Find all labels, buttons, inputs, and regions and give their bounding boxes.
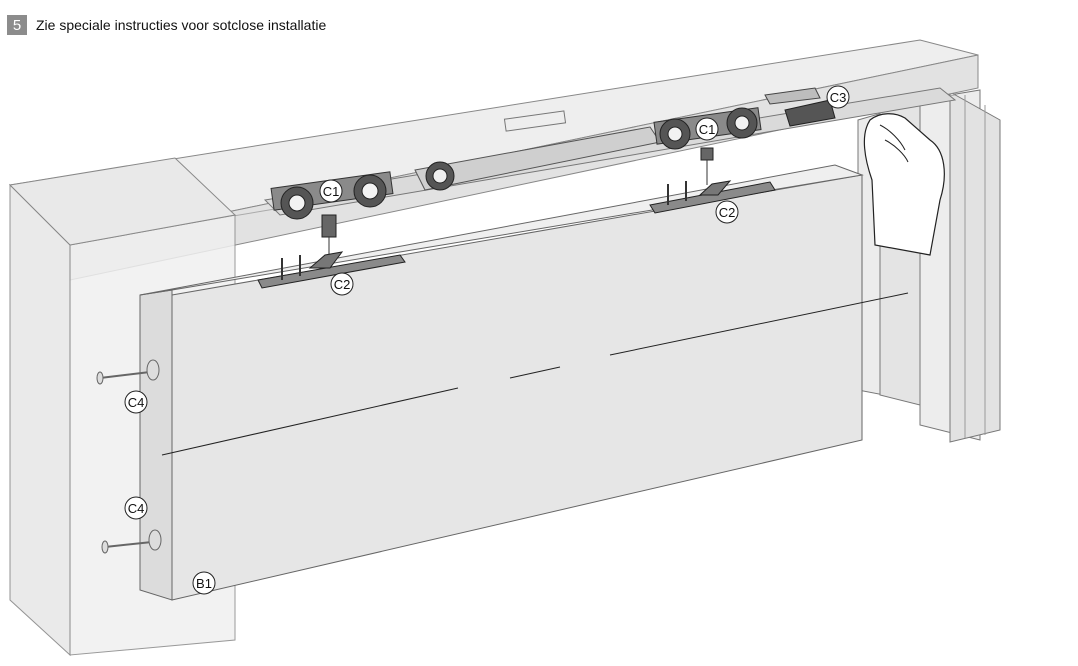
hand-illustration xyxy=(863,113,945,256)
soft-close-unit xyxy=(414,110,661,191)
callout-c1-left: C1 xyxy=(319,179,343,203)
svg-text:C3: C3 xyxy=(830,90,847,105)
callout-c2-right: C2 xyxy=(715,200,739,224)
svg-text:C2: C2 xyxy=(334,277,351,292)
wall-dowels xyxy=(96,359,162,554)
callout-c4-top: C4 xyxy=(124,390,148,414)
mounting-plate-right xyxy=(649,180,776,214)
stopper-c3 xyxy=(764,87,836,127)
svg-text:C2: C2 xyxy=(719,205,736,220)
mounting-plate-left xyxy=(257,237,406,289)
callout-c4-bottom: C4 xyxy=(124,496,148,520)
callout-c3: C3 xyxy=(826,85,850,109)
callout-c2-left: C2 xyxy=(330,272,354,296)
svg-text:B1: B1 xyxy=(196,576,212,591)
callout-c1-right: C1 xyxy=(695,117,719,141)
step-number-badge: 5 xyxy=(7,15,27,35)
svg-text:C4: C4 xyxy=(128,395,145,410)
step-header: 5 Zie speciale instructies voor sotclose… xyxy=(7,14,326,36)
svg-text:C1: C1 xyxy=(699,122,716,137)
svg-text:C1: C1 xyxy=(323,184,340,199)
svg-text:C4: C4 xyxy=(128,501,145,516)
callout-b1: B1 xyxy=(192,571,216,595)
step-instruction: Zie speciale instructies voor sotclose i… xyxy=(36,17,327,33)
